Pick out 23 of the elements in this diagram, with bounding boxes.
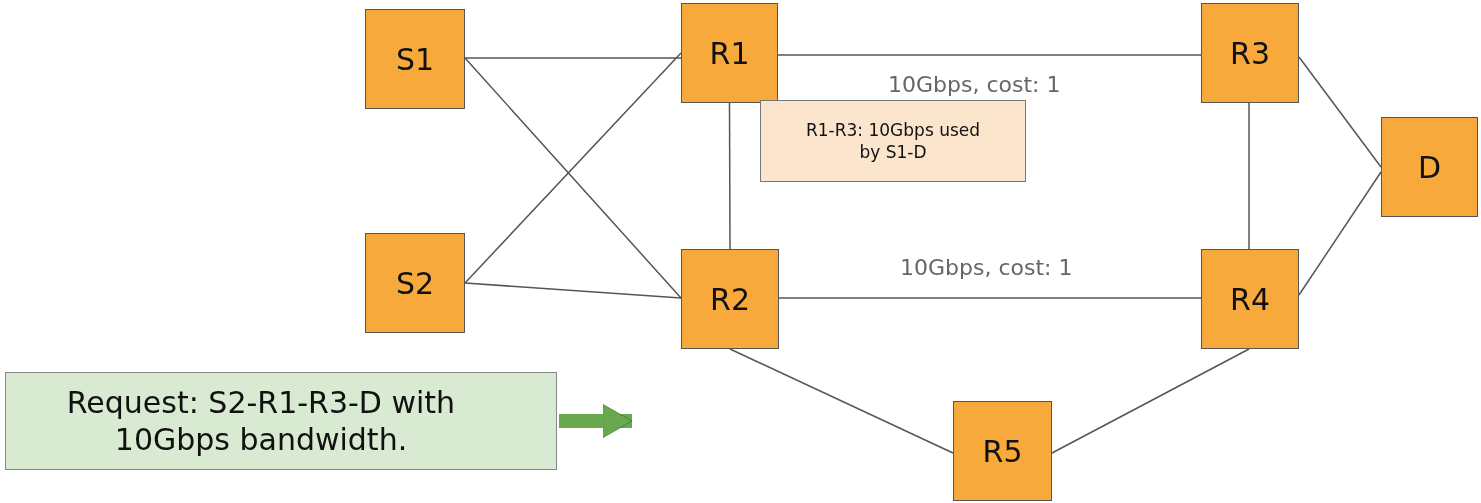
- node-box: S1: [365, 9, 465, 109]
- node-box: R5: [953, 401, 1052, 501]
- request-box: Request: S2-R1-R3-D with 10Gbps bandwidth.: [5, 372, 557, 470]
- node-box: R2: [681, 249, 779, 349]
- edge-label: 10Gbps, cost: 1: [888, 72, 1061, 97]
- link-line: [464, 57, 682, 59]
- node-box: R1: [681, 3, 778, 103]
- link-line: [1248, 102, 1250, 250]
- link-line: [464, 282, 682, 299]
- edge-label: 10Gbps, cost: 1: [900, 255, 1073, 280]
- link-line: [1298, 56, 1382, 168]
- node-box: R3: [1201, 3, 1299, 103]
- node-box: D: [1381, 117, 1478, 217]
- link-line: [778, 297, 1202, 299]
- note-box: R1-R3: 10Gbps used by S1-D: [760, 100, 1026, 182]
- block-arrow: [559, 403, 633, 439]
- link-line: [1051, 348, 1250, 454]
- node-box: R4: [1201, 249, 1299, 349]
- link-line: [728, 102, 731, 250]
- link-line: [777, 54, 1202, 56]
- link-line: [1298, 171, 1382, 296]
- node-box: S2: [365, 233, 465, 333]
- link-line: [729, 348, 954, 454]
